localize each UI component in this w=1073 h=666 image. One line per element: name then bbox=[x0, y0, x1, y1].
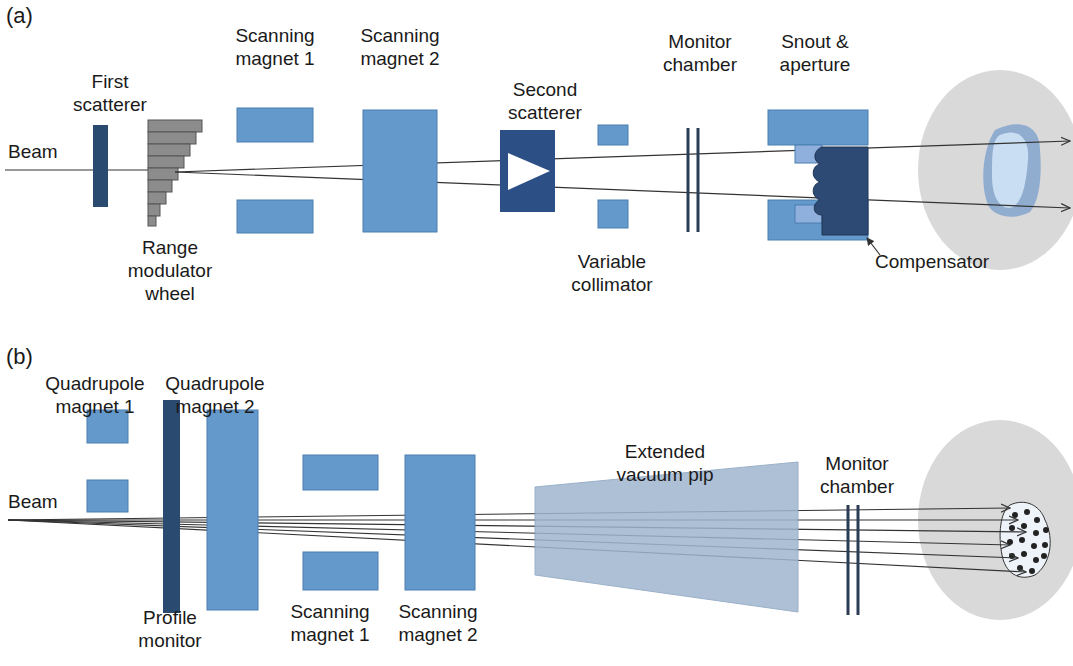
part-label: Variable collimator bbox=[552, 250, 672, 296]
illustration-part bbox=[8, 520, 1026, 572]
part-label: Beam bbox=[8, 140, 68, 163]
illustration-part bbox=[237, 108, 868, 240]
illustration-part bbox=[303, 455, 378, 490]
illustration-part bbox=[148, 216, 156, 226]
illustration-part bbox=[87, 480, 128, 512]
part-label: Snout & aperture bbox=[760, 30, 870, 76]
illustration-part bbox=[163, 400, 180, 613]
illustration-part bbox=[768, 110, 868, 145]
illustration-part bbox=[148, 132, 196, 144]
illustration-part bbox=[1029, 568, 1035, 574]
illustration-part bbox=[1007, 509, 1049, 574]
illustration-part bbox=[303, 552, 378, 590]
illustration-part bbox=[207, 410, 258, 610]
part-label: Beam bbox=[8, 490, 68, 513]
illustration-part bbox=[8, 519, 1018, 520]
part-label: Scanning magnet 1 bbox=[220, 24, 330, 70]
illustration-part bbox=[148, 144, 190, 156]
illustration-part bbox=[1000, 502, 1050, 577]
illustration-part bbox=[1024, 509, 1030, 515]
illustration-part bbox=[237, 108, 313, 142]
panel-letter: (b) bbox=[6, 345, 46, 368]
illustration-part bbox=[1012, 512, 1018, 518]
illustration-part bbox=[983, 124, 1040, 216]
illustration-part bbox=[237, 200, 313, 233]
part-label: First scatterer bbox=[55, 70, 165, 116]
illustration-part bbox=[148, 204, 160, 216]
part-label: Range modulator wheel bbox=[110, 236, 230, 305]
illustration-part bbox=[697, 128, 700, 232]
illustration-part bbox=[148, 192, 166, 204]
illustration-part bbox=[1033, 530, 1039, 536]
illustration-part bbox=[93, 125, 108, 207]
illustration-part bbox=[508, 153, 550, 190]
part-label: Scanning magnet 2 bbox=[345, 24, 455, 70]
part-label: Scanning magnet 2 bbox=[388, 600, 488, 646]
illustration-part bbox=[813, 147, 868, 235]
part-label: Compensator bbox=[867, 250, 997, 273]
part-label: Monitor chamber bbox=[802, 452, 912, 498]
illustration-part bbox=[8, 508, 1026, 572]
illustration-part bbox=[500, 130, 555, 212]
illustration-part bbox=[1042, 542, 1048, 548]
part-label: Extended vacuum pip bbox=[590, 440, 740, 486]
illustration-part bbox=[148, 168, 178, 180]
illustration-part bbox=[8, 520, 1018, 558]
illustration-part bbox=[598, 125, 628, 145]
illustration-part bbox=[1031, 543, 1037, 549]
illustration-part bbox=[175, 141, 1070, 172]
part-label: Profile monitor bbox=[120, 606, 220, 652]
panel-letter: (a) bbox=[6, 4, 46, 27]
illustration-part bbox=[918, 70, 1073, 270]
part-label: Second scatterer bbox=[485, 78, 605, 124]
illustration-part bbox=[363, 110, 437, 232]
illustration-part bbox=[5, 169, 93, 170]
illustration-part bbox=[1033, 557, 1039, 563]
illustration-part bbox=[687, 128, 690, 232]
illustration-part bbox=[1043, 527, 1049, 533]
illustration-part bbox=[148, 120, 202, 132]
illustration-part bbox=[598, 200, 628, 228]
part-label: Quadrupole magnet 1 bbox=[35, 372, 155, 418]
illustration-part bbox=[148, 180, 172, 192]
illustration-part bbox=[1041, 553, 1047, 559]
part-label: Quadrupole magnet 2 bbox=[155, 372, 275, 418]
illustration-part bbox=[1007, 539, 1013, 545]
illustration-part bbox=[405, 455, 475, 590]
illustration-part bbox=[8, 508, 1010, 520]
illustration-part bbox=[1019, 537, 1025, 543]
illustration-part bbox=[87, 410, 475, 610]
illustration-part bbox=[1017, 565, 1023, 571]
part-label: Scanning magnet 1 bbox=[280, 600, 380, 646]
illustration-part bbox=[847, 505, 850, 615]
illustration-part bbox=[1034, 517, 1040, 523]
illustration-part bbox=[857, 505, 860, 615]
illustration-part bbox=[1021, 523, 1027, 529]
part-label: Monitor chamber bbox=[645, 30, 755, 76]
illustration-part bbox=[1009, 525, 1015, 531]
illustration-part bbox=[8, 520, 1010, 545]
illustration-part bbox=[108, 169, 150, 170]
illustration-part bbox=[1021, 551, 1027, 557]
illustration-part bbox=[148, 156, 184, 168]
